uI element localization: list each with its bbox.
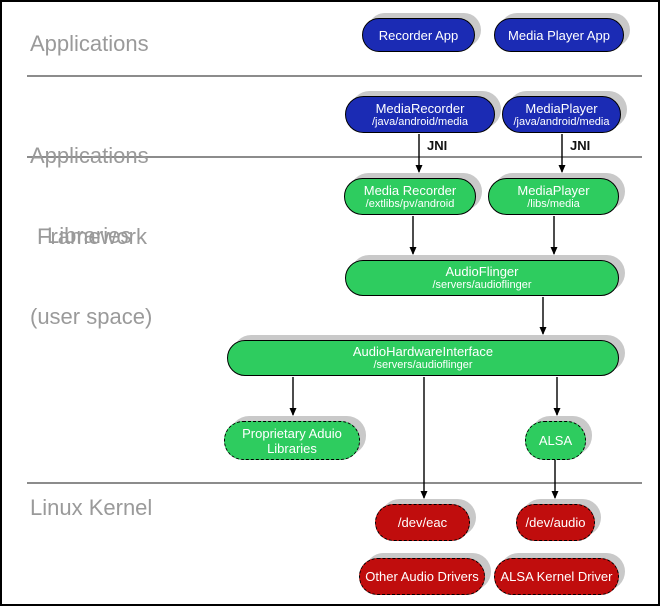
node-recorder-app: Recorder App [362,18,475,52]
label-linux-kernel: Linux Kernel [30,495,153,520]
divider-framework [27,156,642,158]
label-applications-framework-line1: Applications [30,143,149,168]
node-dev-eac: /dev/eac [375,504,470,541]
node-mediaplayer-lib-path: /libs/media [527,197,580,210]
node-other-audio-drivers-title: Other Audio Drivers [365,569,479,584]
node-proprietary-audio-libraries-line1: Proprietary Aduio [242,425,342,441]
node-audioflinger-path: /servers/audioflinger [432,279,532,291]
jni-label-left: JNI [427,138,448,153]
jni-label-right: JNI [570,138,591,153]
node-dev-audio: /dev/audio [516,504,595,541]
node-alsa-title: ALSA [538,433,573,448]
node-mediarecorder-framework: MediaRecorder /java/android/media [345,96,495,133]
label-applications-framework: Applications Framework [30,88,149,304]
node-audioflinger: AudioFlinger /servers/audioflinger [345,260,619,296]
node-dev-eac-title: /dev/eac [397,515,448,530]
node-recorder-app-title: Recorder App [378,27,459,43]
node-media-recorder-lib-path: /extlibs/pv/android [365,197,455,210]
node-mediaplayer-lib: MediaPlayer /libs/media [488,178,619,215]
divider-applications [27,75,642,77]
node-media-player-app-title: Media Player App [508,27,610,43]
node-audiohardwareinterface: AudioHardwareInterface /servers/audiofli… [227,340,619,376]
node-media-recorder-lib: Media Recorder /extlibs/pv/android [344,178,476,215]
node-media-recorder-lib-title: Media Recorder [363,182,457,198]
node-mediarecorder-framework-title: MediaRecorder [375,100,465,116]
node-proprietary-audio-libraries: Proprietary Aduio Libraries [224,421,360,460]
node-audiohardwareinterface-path: /servers/audioflinger [373,359,473,371]
node-mediaplayer-framework-path: /java/android/media [513,115,610,128]
node-proprietary-audio-libraries-line2: Libraries [267,440,317,456]
node-mediaplayer-lib-title: MediaPlayer [517,182,590,198]
label-applications: Applications [30,31,149,56]
node-alsa-kernel-driver: ALSA Kernel Driver [494,558,619,595]
node-mediaplayer-framework-title: MediaPlayer [525,100,598,116]
node-alsa-kernel-driver-title: ALSA Kernel Driver [500,569,613,584]
node-audiohardwareinterface-title: AudioHardwareInterface [352,344,494,359]
divider-kernel [27,482,642,484]
label-applications-framework-line2: Framework [37,224,148,249]
label-libraries-line2: (user space) [30,304,153,329]
node-audioflinger-title: AudioFlinger [445,264,519,279]
label-libraries: Libraries (user space) [30,168,152,384]
node-dev-audio-title: /dev/audio [525,515,586,530]
node-other-audio-drivers: Other Audio Drivers [359,558,485,595]
node-alsa: ALSA [525,421,586,460]
node-mediarecorder-framework-path: /java/android/media [371,115,468,128]
node-mediaplayer-framework: MediaPlayer /java/android/media [502,96,621,133]
label-libraries-line1: Libraries [47,223,132,248]
node-media-player-app: Media Player App [494,18,624,52]
